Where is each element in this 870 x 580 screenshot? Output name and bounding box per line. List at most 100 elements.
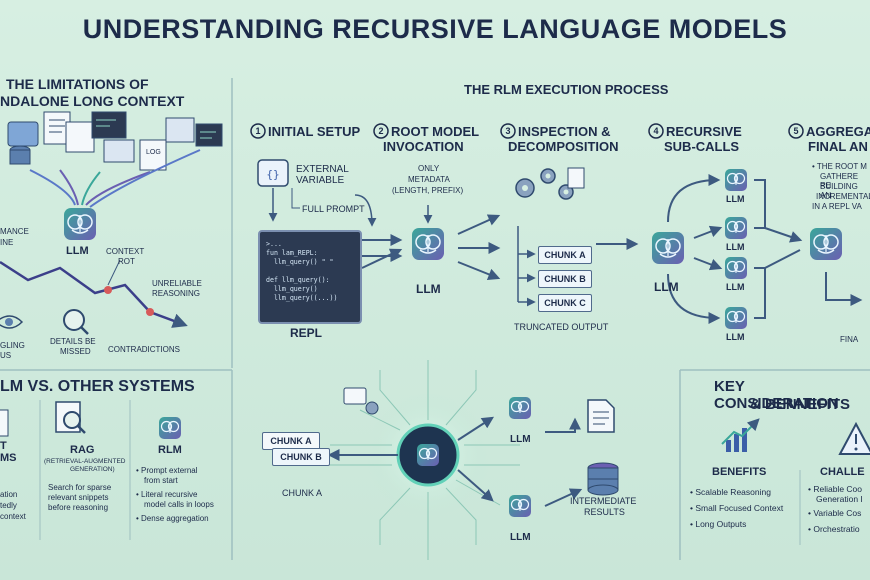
rag-desc-line1: Search for sparse — [48, 483, 112, 492]
center-llm-top-label: LLM — [510, 434, 531, 445]
col1-line-1: ation — [0, 490, 18, 499]
center-chunk-a-label: CHUNK A — [282, 488, 323, 498]
rag-subtitle-line1: (RETRIEVAL-AUGMENTED — [44, 458, 126, 465]
benefit-2: • Small Focused Context — [690, 503, 784, 513]
unreliable-line2: REASONING — [152, 289, 201, 298]
root-llm-brain-icon — [411, 227, 445, 261]
step-5-number: 5 — [793, 126, 799, 136]
document-stack-icon — [7, 111, 223, 171]
challenge-1: • Reliable Coo — [808, 484, 863, 494]
eye-icon — [0, 315, 24, 329]
contradictions-label: CONTRADICTIONS — [108, 345, 180, 354]
rag-desc-line3: before reasoning — [48, 503, 109, 512]
struggling-line2: US — [0, 351, 12, 360]
limitations-heading-line2: NDALONE LONG CONTEXT — [0, 93, 185, 109]
rlm-point-1: • Prompt external — [136, 466, 198, 475]
context-rot-line1: CONTEXT — [106, 247, 145, 256]
step-4-title-line2: SUB-CALLS — [664, 139, 740, 154]
full-prompt-label: FULL PROMPT — [302, 204, 365, 214]
col1-title2: MS — [0, 452, 17, 464]
col1-line-3: context — [0, 512, 26, 521]
aggregate-text-line5: IN A REPL VA — [812, 202, 862, 211]
sub-call-llm-label-1: LLM — [726, 194, 745, 204]
repl-window: >... fun lam_REPL: llm_query() " " def l… — [258, 230, 362, 324]
metadata-line1: ONLY — [418, 164, 440, 173]
step-3-title-line1: INSPECTION & — [518, 124, 611, 139]
llm-brain-icon — [63, 207, 97, 241]
code-braces-icon: {} — [257, 159, 289, 187]
rlm-title: RLM — [158, 444, 182, 456]
aggregate-brain-icon — [809, 227, 843, 261]
sub-call-brain-icon-4 — [724, 306, 748, 330]
warning-icon — [838, 421, 870, 455]
rag-subtitle-line2: GENERATION) — [70, 466, 115, 473]
rlm-point-1b: from start — [144, 476, 178, 485]
chunk-c: CHUNK C — [538, 294, 592, 312]
performance-label-line1: MANCE — [0, 227, 29, 236]
challenge-2: • Variable Cos — [808, 508, 862, 518]
page-title: UNDERSTANDING RECURSIVE LANGUAGE MODELS — [82, 14, 788, 44]
log-label: LOG — [146, 149, 161, 156]
aggregate-text-line3: BUILDING AN — [820, 182, 858, 200]
considerations-heading-line1: KEY CONSIDERATION — [714, 378, 839, 412]
unreliable-line1: UNRELIABLE — [152, 279, 202, 288]
performance-label-line2: INE — [0, 238, 14, 247]
step-1-title: INITIAL SETUP — [268, 124, 361, 139]
step-5-title-line1: AGGREGA — [806, 124, 870, 139]
intermediate-results-line1: INTERMEDIATE — [570, 496, 637, 506]
document-icon — [587, 399, 615, 433]
aggregate-text-line4: INCREMENTAL — [816, 192, 870, 201]
context-rot-line2: ROT — [118, 257, 135, 266]
challenge-3: • Orchestratio — [808, 524, 860, 534]
metadata-line3: (LENGTH, PREFIX) — [392, 186, 464, 195]
rag-title: RAG — [70, 444, 95, 456]
window-icon — [343, 387, 367, 405]
struggling-line1: GLING — [0, 341, 25, 350]
center-llm-bottom-icon — [508, 494, 532, 518]
sub-call-brain-icon-1 — [724, 168, 748, 192]
benefits-title: BENEFITS — [712, 466, 767, 478]
root-llm-label: LLM — [416, 282, 441, 296]
sub-call-llm-label-4: LLM — [726, 332, 745, 342]
considerations-heading-line2: & BENNEFITS — [750, 396, 851, 413]
sub-call-llm-label-3: LLM — [726, 282, 745, 292]
limitations-heading-line1: THE LIMITATIONS OF — [6, 76, 149, 92]
center-brain-icon — [416, 443, 440, 467]
center-chunk-b: CHUNK B — [272, 448, 330, 466]
step-3-number: 3 — [505, 126, 511, 136]
truncated-output-label: TRUNCATED OUTPUT — [514, 322, 609, 332]
col1-title: T — [0, 440, 7, 452]
chunk-a: CHUNK A — [538, 246, 592, 264]
chunk-b: CHUNK B — [538, 270, 592, 288]
execution-heading: THE RLM EXECUTION PROCESS — [464, 82, 669, 97]
benefit-3: • Long Outputs — [690, 519, 747, 529]
rag-desc-line2: relevant snippets — [48, 493, 109, 502]
center-llm-bottom-label: LLM — [510, 532, 531, 543]
sub-call-brain-icon-2 — [724, 216, 748, 240]
gears-icon — [515, 167, 585, 200]
database-icon — [587, 462, 619, 496]
metadata-line2: METADATA — [408, 175, 450, 184]
sub-call-brain-icon-3 — [724, 256, 748, 280]
step-4-number: 4 — [653, 126, 659, 136]
repl-label: REPL — [290, 326, 323, 340]
rlm-point-3: • Dense aggregation — [136, 514, 209, 523]
intermediate-results-line2: RESULTS — [584, 507, 625, 517]
benefit-1: • Scalable Reasoning — [690, 487, 771, 497]
col1-line-2: tedly — [0, 501, 17, 510]
external-variable-line2: VARIABLE — [296, 175, 345, 186]
step-2-title-line1: ROOT MODEL — [391, 124, 480, 139]
repl-code: >... fun lam_REPL: llm_query() " " def l… — [266, 240, 338, 302]
details-line1: DETAILS BE — [50, 337, 96, 346]
search-doc-icon — [55, 401, 86, 434]
step-number-badges — [250, 123, 804, 139]
magnifier-icon — [63, 309, 89, 335]
aggregate-text-line2: GATHERE RE — [820, 172, 859, 190]
gear-icon — [365, 401, 379, 415]
details-line2: MISSED — [60, 347, 91, 356]
challenges-title: CHALLE — [820, 466, 865, 478]
rlm-brain-icon — [158, 416, 182, 440]
aggregate-text-line1: • THE ROOT M — [812, 162, 867, 171]
step-2-title-line2: INVOCATION — [383, 139, 464, 154]
